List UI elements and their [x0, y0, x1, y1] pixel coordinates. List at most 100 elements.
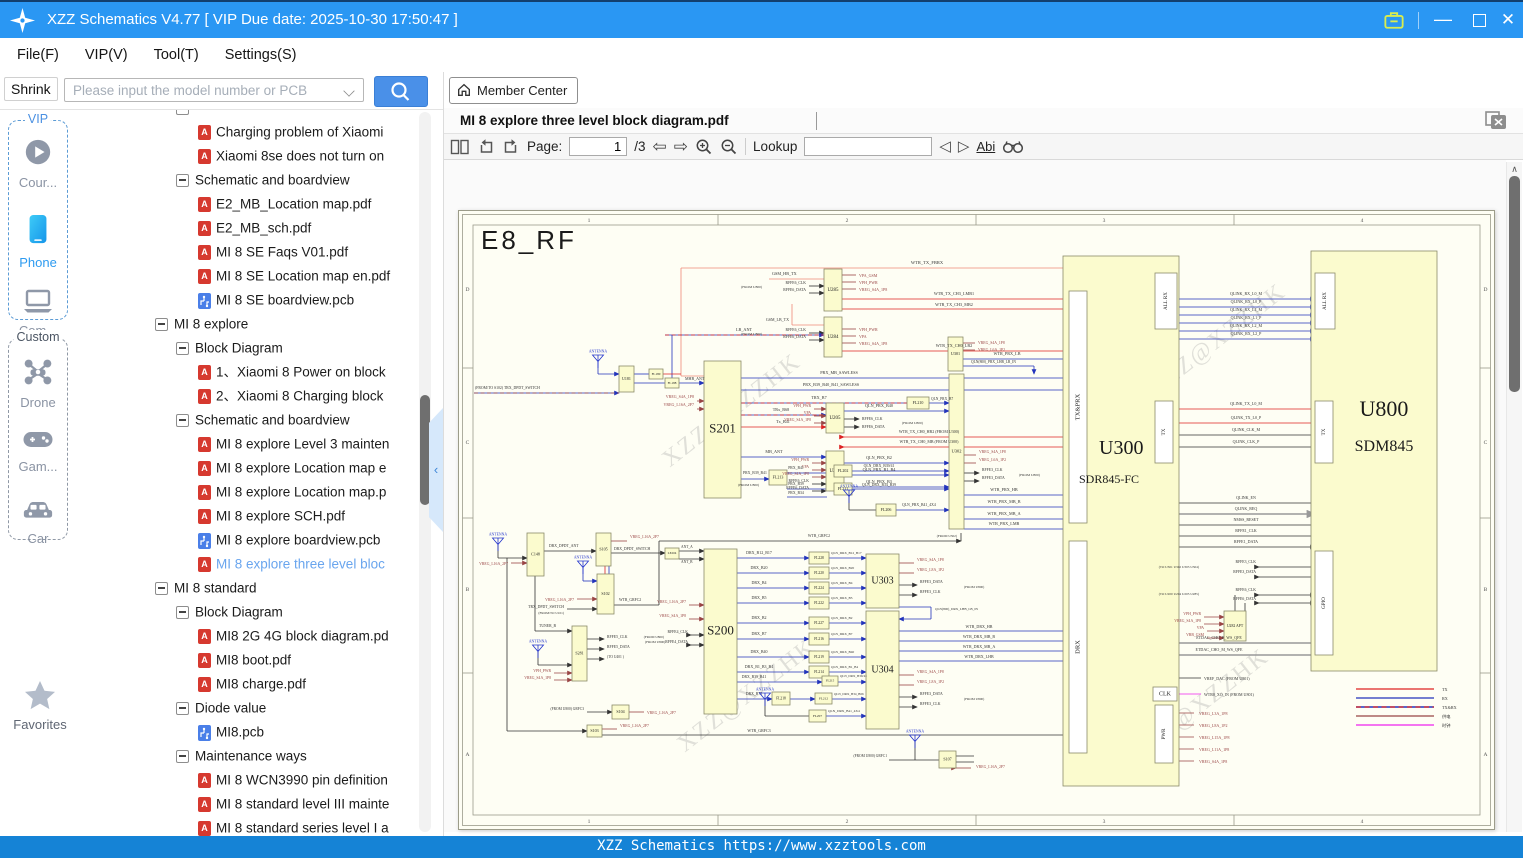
sidebar-item-favorites[interactable]: Favorites: [0, 680, 80, 732]
tree-file-mi-8-standard-series-level-i-a[interactable]: AMI 8 standard series level I a: [80, 816, 443, 836]
tree-folder-schematic-and-boardview[interactable]: Schematic and boardview: [80, 408, 443, 432]
tree-file-mi-8-explore-level-3-mainten[interactable]: AMI 8 explore Level 3 mainten: [80, 432, 443, 456]
search-button[interactable]: [374, 76, 428, 107]
svg-text:QLINK_REQ: QLINK_REQ: [1235, 506, 1258, 511]
tree-item-label: 1、Xiaomi 8 Power on block: [216, 364, 386, 379]
collapse-toggle-icon[interactable]: [176, 750, 189, 763]
binoculars-icon[interactable]: [1002, 139, 1024, 155]
tree-file-mi8-charge-pdf[interactable]: AMI8 charge.pdf: [80, 672, 443, 696]
tree-file-mi8-boot-pdf[interactable]: AMI8 boot.pdf: [80, 648, 443, 672]
tree-folder-mi-8-explore[interactable]: MI 8 explore: [80, 312, 443, 336]
tree-file-mi-8-explore-sch-pdf[interactable]: AMI 8 explore SCH.pdf: [80, 504, 443, 528]
find-next-icon[interactable]: ▷: [958, 139, 970, 154]
tree-file-mi-8-explore-location-map-p[interactable]: AMI 8 explore Location map.p: [80, 480, 443, 504]
maximize-button[interactable]: [1463, 2, 1495, 40]
rotate-left-icon[interactable]: [477, 138, 495, 155]
svg-text:VREG_L8A_1P2: VREG_L8A_1P2: [917, 568, 944, 572]
svg-text:QLN_DRX_B34_B66: QLN_DRX_B34_B66: [834, 692, 864, 696]
collapse-toggle-icon[interactable]: [176, 342, 189, 355]
pdf-scrollbar-thumb[interactable]: [1509, 176, 1520, 392]
tree-file-2-xiaomi-8-charging-block[interactable]: A2、Xiaomi 8 Charging block: [80, 384, 443, 408]
wire-legend: TXRXTX&RX供电时钟: [1356, 687, 1457, 729]
tree-file-e2_mb_sch-pdf[interactable]: AE2_MB_sch.pdf: [80, 216, 443, 240]
document-tab[interactable]: MI 8 explore three level block diagram.p…: [460, 108, 729, 133]
tree-file-mi-8-standard-level-iii-mainte[interactable]: AMI 8 standard level III mainte: [80, 792, 443, 816]
scroll-up-arrow-icon[interactable]: ∧: [1507, 164, 1522, 175]
tree-scrollbar-thumb[interactable]: [420, 395, 430, 505]
sidebar-item-gam[interactable]: Gam...: [9, 429, 67, 474]
tree-file-mi-8-se-location-map-en-pdf[interactable]: AMI 8 SE Location map en.pdf: [80, 264, 443, 288]
tree-file-mi8-pcb[interactable]: MI8.pcb: [80, 720, 443, 744]
tree-folder-mi-8-standard[interactable]: MI 8 standard: [80, 576, 443, 600]
menu-item-toolt[interactable]: Tool(T): [141, 47, 212, 63]
lookup-input[interactable]: [804, 137, 932, 156]
collapse-toggle-icon[interactable]: [176, 606, 189, 619]
tree-folder-schematic-and-boardview[interactable]: Schematic and boardview: [80, 168, 443, 192]
find-previous-icon[interactable]: ◁: [939, 139, 951, 154]
panel-collapse-handle[interactable]: ‹: [429, 408, 443, 532]
svg-text:FL212: FL212: [819, 696, 828, 700]
tree-file-xiaomi-8se-does-not-turn-on[interactable]: AXiaomi 8se does not turn on: [80, 144, 443, 168]
svg-text:D: D: [1484, 287, 1488, 293]
collapse-toggle-icon[interactable]: [155, 582, 168, 595]
tree-folder-clipped[interactable]: [80, 110, 443, 120]
tree-file-mi-8-explore-location-map-e[interactable]: AMI 8 explore Location map e: [80, 456, 443, 480]
tree-folder-maintenance-ways[interactable]: Maintenance ways: [80, 744, 443, 768]
zoom-out-icon[interactable]: [720, 138, 738, 156]
tree-file-mi-8-explore-boardview-pcb[interactable]: MI 8 explore boardview.pcb: [80, 528, 443, 552]
search-input[interactable]: [64, 78, 364, 102]
svg-text:RFFE1_DATA: RFFE1_DATA: [1234, 539, 1258, 544]
pdf-file-icon: A: [198, 797, 211, 812]
match-case-toggle[interactable]: Abi: [976, 139, 995, 154]
tree-file-mi8-2g-4g-block-diagram-pd[interactable]: AMI8 2G 4G block diagram.pd: [80, 624, 443, 648]
collapse-toggle-icon[interactable]: [176, 414, 189, 427]
tree-file-e2_mb_location-map-pdf[interactable]: AE2_MB_Location map.pdf: [80, 192, 443, 216]
svg-text:RFFE6_DATA: RFFE6_DATA: [783, 288, 806, 292]
menu-item-filef[interactable]: File(F): [4, 47, 72, 63]
two-page-view-icon[interactable]: [450, 139, 470, 155]
rotate-right-icon[interactable]: [502, 138, 520, 155]
minimize-button[interactable]: —: [1425, 2, 1461, 40]
tree-file-mi-8-explore-three-level-bloc[interactable]: AMI 8 explore three level bloc: [80, 552, 443, 576]
tree-folder-block-diagram[interactable]: Block Diagram: [80, 336, 443, 360]
svg-text:QLINK_RX_L2_P: QLINK_RX_L2_P: [1231, 331, 1262, 336]
next-page-icon[interactable]: ⇨: [674, 138, 688, 155]
svg-text:S102: S102: [601, 591, 609, 596]
tree-folder-block-diagram[interactable]: Block Diagram: [80, 600, 443, 624]
tree-item-label: Maintenance ways: [195, 748, 307, 763]
svg-text:ANT_B: ANT_B: [681, 560, 693, 564]
page-number-input[interactable]: [569, 137, 627, 156]
collapse-toggle-icon[interactable]: [155, 318, 168, 331]
menu-item-vipv[interactable]: VIP(V): [72, 47, 141, 63]
collapse-toggle-icon[interactable]: [176, 174, 189, 187]
sidebar-item-drone[interactable]: Drone: [9, 357, 67, 410]
tree-file-1-xiaomi-8-power-on-block[interactable]: A1、Xiaomi 8 Power on block: [80, 360, 443, 384]
license-briefcase-icon[interactable]: [1377, 2, 1411, 40]
svg-text:DRX_B5: DRX_B5: [751, 595, 766, 600]
tree-file-charging-problem-of-xiaomi[interactable]: ACharging problem of Xiaomi: [80, 120, 443, 144]
pdf-viewport[interactable]: 11223344DDCCBBAAXZZ@XZZHKXZZ@XZZHKXZZ@XZ…: [444, 160, 1506, 832]
previous-page-icon[interactable]: ⇦: [653, 138, 667, 155]
svg-text:QLINK_CLK_M: QLINK_CLK_M: [1232, 427, 1260, 432]
svg-text:VREG_S4A_1P8: VREG_S4A_1P8: [979, 450, 1006, 454]
svg-text:TX&RX: TX&RX: [1442, 705, 1457, 710]
tree-file-mi-8-wcn3990-pin-definition[interactable]: AMI 8 WCN3990 pin definition: [80, 768, 443, 792]
svg-text:QLN_DRX_B4: QLN_DRX_B4: [831, 581, 853, 585]
svg-text:QLINK_RX_L0_P: QLINK_RX_L0_P: [1231, 299, 1262, 304]
menu-item-settingss[interactable]: Settings(S): [212, 47, 310, 63]
tree-folder-diode-value[interactable]: Diode value: [80, 696, 443, 720]
sidebar-item-car[interactable]: Car: [9, 499, 67, 546]
shrink-button[interactable]: Shrink: [4, 77, 58, 101]
tree-file-mi-8-se-boardview-pcb[interactable]: MI 8 SE boardview.pcb: [80, 288, 443, 312]
close-button[interactable]: ✕: [1493, 2, 1523, 40]
sidebar-item-phone[interactable]: Phone: [9, 213, 67, 270]
schematic-page: 11223344DDCCBBAAXZZ@XZZHKXZZ@XZZHKXZZ@XZ…: [458, 210, 1495, 830]
tree-file-mi-8-se-faqs-v01-pdf[interactable]: AMI 8 SE Faqs V01.pdf: [80, 240, 443, 264]
close-document-icon[interactable]: [1485, 111, 1507, 130]
member-center-button[interactable]: Member Center: [449, 77, 578, 104]
collapse-toggle-icon[interactable]: [176, 110, 189, 115]
sidebar-item-cour[interactable]: Cour...: [9, 137, 67, 190]
collapse-toggle-icon[interactable]: [176, 702, 189, 715]
zoom-in-icon[interactable]: [695, 138, 713, 156]
svg-text:WTR_GRFC2: WTR_GRFC2: [619, 598, 641, 602]
